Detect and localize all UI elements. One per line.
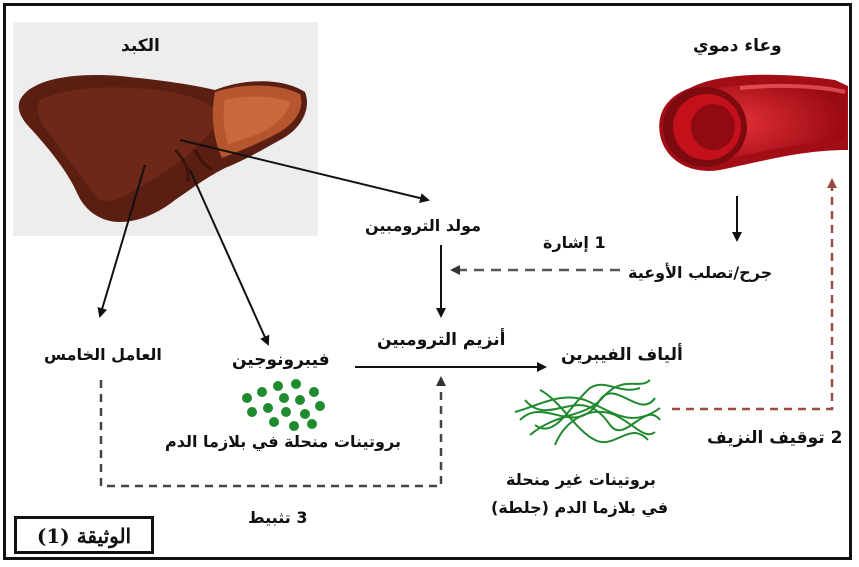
label-soluble-proteins: بروتينات منحلة في بلازما الدم	[165, 432, 401, 451]
arrow-stop-bleeding	[672, 180, 832, 409]
label-stabilization: 3 تثبيط	[248, 508, 307, 527]
label-insoluble-line2: في بلازما الدم (جلطة)	[491, 498, 668, 517]
fibrin-mesh	[515, 380, 660, 445]
label-prothrombin: مولد الترومبين	[365, 216, 481, 235]
document-label-text: الوثيقة (1)	[17, 524, 151, 548]
label-factor-v: العامل الخامس	[44, 345, 162, 364]
blood-vessel-illustration	[659, 75, 848, 171]
liver-illustration	[19, 75, 307, 222]
arrow-liver-to-fibrinogen	[190, 170, 268, 344]
label-signal: 1 إشارة	[543, 233, 606, 252]
label-stop-bleeding: 2 توقيف النزيف	[707, 428, 842, 448]
label-injury: جرح/تصلب الأوعية	[628, 263, 772, 282]
label-thrombin: أنزيم الترومبين	[377, 330, 505, 350]
label-blood-vessel: وعاء دموي	[693, 36, 782, 56]
label-fibrin-fibers: ألياف الفيبرين	[561, 345, 683, 365]
fibrinogen-dots	[242, 379, 325, 431]
document-label: الوثيقة (1)	[14, 516, 154, 554]
label-liver: الكبد	[121, 36, 160, 56]
label-fibrinogen: فيبرونوجين	[232, 350, 330, 370]
label-insoluble-line1: بروتينات غير منحلة	[506, 470, 656, 489]
